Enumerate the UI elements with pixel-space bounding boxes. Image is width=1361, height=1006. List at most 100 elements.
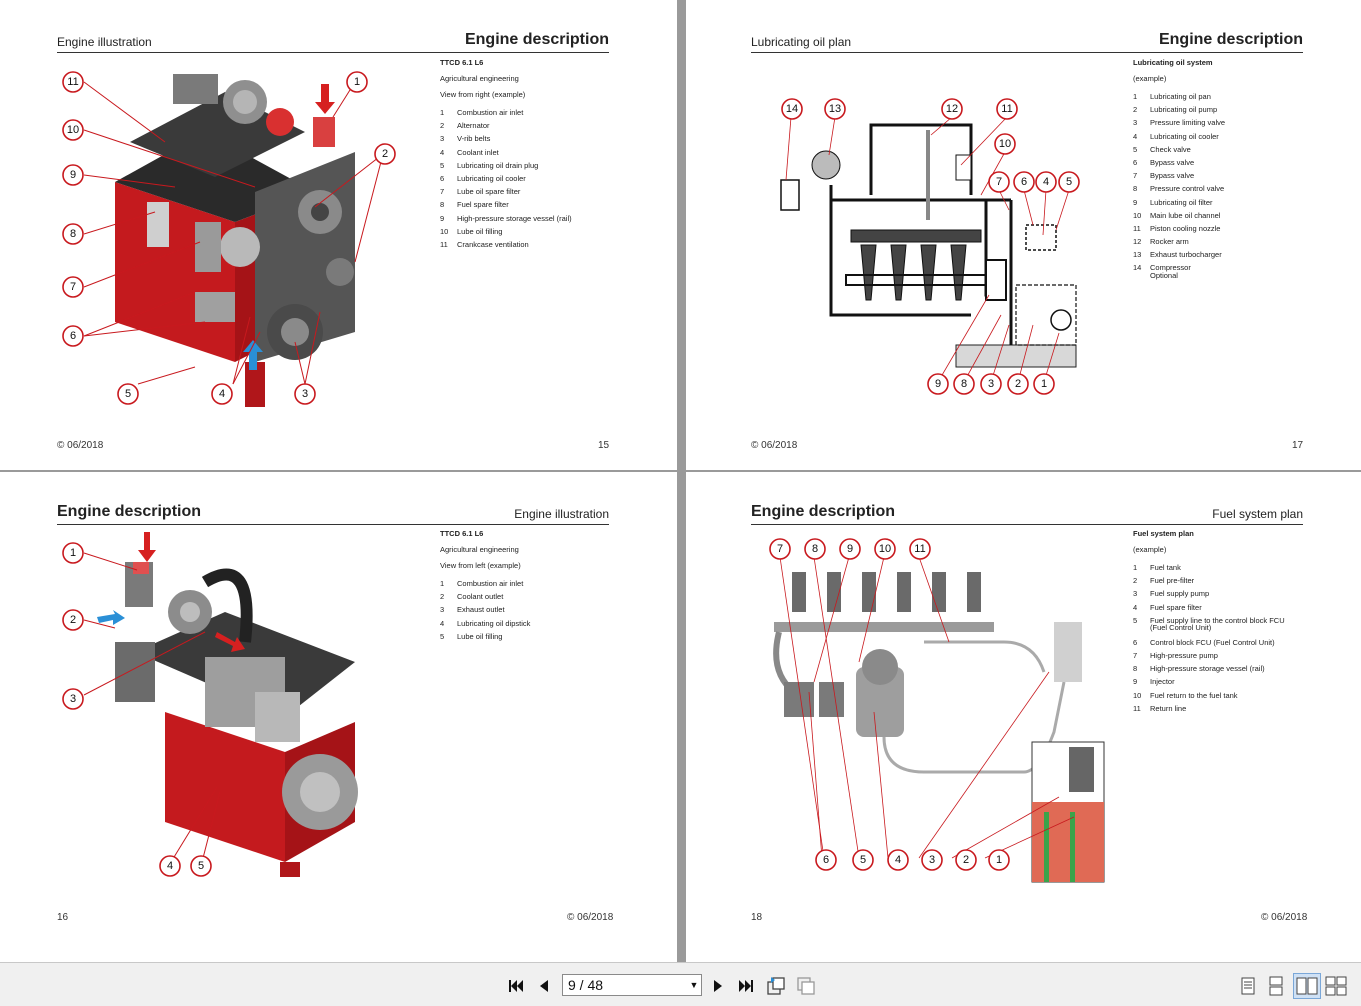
page-copyright: © 06/2018 bbox=[1261, 912, 1308, 923]
callout-9: 9 bbox=[62, 164, 84, 186]
engine-right-view-illustration: 11 1 10 2 9 8 7 6 5 4 3 bbox=[62, 71, 396, 407]
page-number-selector[interactable]: 9 / 48 ▼ bbox=[562, 974, 702, 996]
legend-subtitle: (example) bbox=[1133, 545, 1167, 554]
callout-5: 5 bbox=[852, 849, 874, 871]
fuel-system-plan-diagram: 7 8 9 10 11 6 5 4 3 2 1 bbox=[769, 538, 1105, 883]
callout-10: 10 bbox=[874, 538, 896, 560]
callout-8: 8 bbox=[804, 538, 826, 560]
callout-14: 14 bbox=[781, 98, 803, 120]
svg-text:14: 14 bbox=[786, 103, 798, 115]
page-gutter bbox=[677, 0, 686, 962]
svg-text:12: 12 bbox=[946, 103, 958, 115]
svg-text:7: 7 bbox=[70, 281, 76, 293]
continuous-icon[interactable] bbox=[1265, 975, 1287, 997]
copy-pages-icon[interactable] bbox=[795, 975, 817, 997]
svg-text:4: 4 bbox=[167, 860, 173, 872]
callout-6: 6 bbox=[815, 849, 837, 871]
page-copyright: © 06/2018 bbox=[567, 912, 614, 923]
callout-6: 6 bbox=[1013, 171, 1035, 193]
page-number: 16 bbox=[57, 912, 69, 923]
svg-text:2: 2 bbox=[1015, 378, 1021, 390]
svg-text:4: 4 bbox=[1043, 176, 1049, 188]
callout-1: 1 bbox=[988, 849, 1010, 871]
callout-3: 3 bbox=[294, 383, 316, 405]
legend-subtitle: (example) bbox=[1133, 74, 1167, 83]
svg-text:1: 1 bbox=[354, 76, 360, 88]
rotate-icon[interactable] bbox=[765, 975, 787, 997]
svg-text:10: 10 bbox=[999, 138, 1011, 150]
callout-2: 2 bbox=[374, 143, 396, 165]
callout-5: 5 bbox=[190, 855, 212, 877]
svg-text:3: 3 bbox=[302, 388, 308, 400]
single-page-icon[interactable] bbox=[1237, 975, 1259, 997]
callout-11: 11 bbox=[62, 71, 84, 93]
svg-text:6: 6 bbox=[823, 854, 829, 866]
callout-2: 2 bbox=[955, 849, 977, 871]
document-page-17: Lubricating oil plan Engine description bbox=[686, 0, 1361, 470]
callout-3: 3 bbox=[62, 688, 84, 710]
first-page-icon[interactable] bbox=[505, 975, 527, 997]
callout-10: 10 bbox=[62, 119, 84, 141]
svg-text:4: 4 bbox=[895, 854, 901, 866]
two-page-continuous-icon[interactable] bbox=[1325, 975, 1347, 997]
callout-9: 9 bbox=[839, 538, 861, 560]
svg-text:11: 11 bbox=[67, 76, 78, 88]
svg-text:10: 10 bbox=[67, 124, 79, 136]
page-indicator: 9 / 48 bbox=[568, 977, 604, 993]
callout-1: 1 bbox=[1033, 373, 1055, 395]
legend-view: View from left (example) bbox=[440, 561, 521, 570]
page-gutter bbox=[0, 470, 1361, 472]
header-chapter-title: Engine description bbox=[464, 31, 609, 48]
svg-text:9: 9 bbox=[70, 169, 76, 181]
lubricating-oil-plan-diagram: 14 13 12 11 10 7 6 4 5 9 8 3 2 1 bbox=[780, 98, 1080, 395]
svg-text:5: 5 bbox=[860, 854, 866, 866]
callout-12: 12 bbox=[941, 98, 963, 120]
page-number: 18 bbox=[751, 912, 763, 923]
header-section-title: Fuel system plan bbox=[1212, 507, 1303, 521]
callout-7: 7 bbox=[62, 276, 84, 298]
callout-4: 4 bbox=[1035, 171, 1057, 193]
page-number: 15 bbox=[598, 440, 610, 451]
last-page-icon[interactable] bbox=[735, 975, 757, 997]
two-page-icon[interactable] bbox=[1293, 973, 1321, 999]
svg-text:8: 8 bbox=[812, 543, 818, 555]
svg-text:2: 2 bbox=[963, 854, 969, 866]
callout-2: 2 bbox=[1007, 373, 1029, 395]
next-page-icon[interactable] bbox=[707, 975, 729, 997]
previous-page-icon[interactable] bbox=[533, 975, 555, 997]
svg-text:1: 1 bbox=[1041, 378, 1047, 390]
callout-4: 4 bbox=[887, 849, 909, 871]
engine-left-view-illustration: 1 2 3 4 5 bbox=[62, 532, 358, 877]
svg-text:9: 9 bbox=[935, 378, 941, 390]
header-chapter-title: Engine description bbox=[1158, 31, 1303, 48]
